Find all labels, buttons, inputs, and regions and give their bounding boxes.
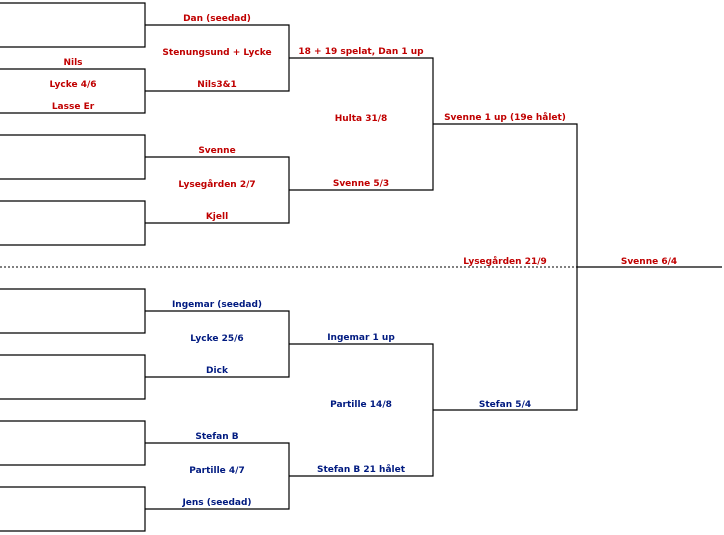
label-stefan-b: Stefan B [195, 432, 239, 442]
r1-slot-3 [0, 134, 146, 180]
r1-slot-1 [0, 2, 146, 48]
r1-slot-4 [0, 200, 146, 246]
r1-slot-7 [0, 420, 146, 466]
label-svenne-6-4: Svenne 6/4 [620, 257, 678, 267]
r1-slot-5 [0, 288, 146, 334]
label-stefan-b-21: Stefan B 21 hålet [316, 465, 406, 475]
label-svenne-1-up: Svenne 1 up (19e hålet) [444, 113, 566, 123]
label-svenne-5-3: Svenne 5/3 [332, 179, 390, 189]
label-lasse-er: Lasse Er [51, 102, 95, 112]
r1-slot-6 [0, 354, 146, 400]
label-stefan-5-4: Stefan 5/4 [478, 400, 532, 410]
label-kjell: Kjell [205, 212, 229, 222]
label-stenungsund-lycke: Stenungsund + Lycke [162, 48, 272, 58]
label-hulta-31-8: Hulta 31/8 [334, 114, 388, 124]
label-dick: Dick [206, 366, 228, 376]
label-lysegarden-2-7: Lysegården 2/7 [178, 180, 256, 190]
label-ingemar-seedad: Ingemar (seedad) [171, 300, 263, 310]
label-jens-seedad: Jens (seedad) [182, 498, 252, 508]
label-ingemar-1-up: Ingemar 1 up [327, 333, 395, 343]
label-svenne: Svenne [198, 146, 236, 156]
label-nils: Nils [63, 58, 83, 68]
label-match-18-19: 18 + 19 spelat, Dan 1 up [298, 47, 424, 57]
label-partille-14-8: Partille 14/8 [330, 400, 392, 410]
label-nils-3-1: Nils3&1 [197, 80, 237, 90]
r1-slot-8 [0, 486, 146, 532]
label-lycke-25-6: Lycke 25/6 [190, 334, 244, 344]
label-partille-4-7: Partille 4/7 [189, 466, 245, 476]
label-dan-seedad: Dan (seedad) [183, 14, 251, 24]
label-lysegarden-21-9: Lysegården 21/9 [463, 257, 547, 267]
label-lycke-4-6: Lycke 4/6 [49, 80, 97, 90]
